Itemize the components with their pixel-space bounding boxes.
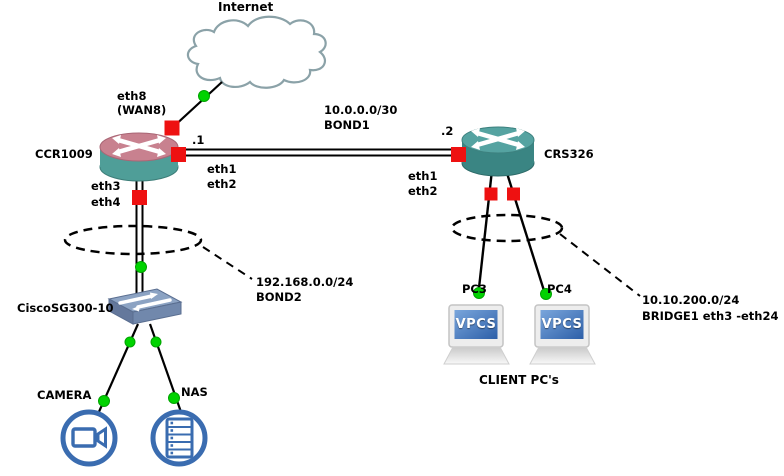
pc3-laptop-icon[interactable] — [443, 304, 510, 365]
pc4-label: PC4 — [547, 282, 572, 296]
bond1-subnet-label: 10.0.0.0/30 — [324, 103, 398, 117]
dot-cloud-link — [198, 90, 210, 102]
ccr-wan-alias-label: (WAN8) — [117, 103, 167, 117]
internet-cloud-icon[interactable] — [186, 15, 327, 89]
link-bond1 — [180, 148, 460, 157]
marker-crs-pc3 — [484, 187, 498, 201]
marker-ccr-wan8 — [164, 120, 180, 136]
dot-switch-camera — [124, 336, 136, 348]
pc4-laptop-icon[interactable] — [529, 304, 596, 365]
ccr1009-name-label: CCR1009 — [35, 147, 93, 161]
dot-camera-end — [98, 395, 110, 407]
bond2-subnet-label: 192.168.0.0/24 — [256, 275, 354, 289]
bond1-address-1-label: .1 — [192, 133, 205, 147]
nas-label: NAS — [181, 385, 208, 399]
link-ccr1009-switch — [135, 170, 144, 296]
camera-label: CAMERA — [37, 388, 92, 402]
client-pcs-caption: CLIENT PC's — [479, 373, 559, 387]
switch-ciscosg300-icon[interactable] — [107, 288, 183, 325]
pc4-screen-text: VPCS — [541, 317, 583, 332]
dot-pc3-end — [473, 287, 485, 299]
marker-crs-pc4 — [507, 187, 520, 201]
marker-ccr-bond1 — [171, 147, 186, 162]
link-cloud-ccr1009 — [171, 81, 223, 129]
ccr-eth4-label: eth4 — [91, 195, 121, 209]
ccr-eth3-label: eth3 — [91, 179, 121, 193]
pc3-screen-text: VPCS — [455, 317, 497, 332]
pc3-label: PC3 — [462, 282, 487, 296]
bond2-name-label: BOND2 — [256, 290, 302, 304]
router-ccr1009-icon[interactable] — [99, 132, 179, 182]
bond1-name-label: BOND1 — [324, 118, 370, 132]
router-crs326-icon[interactable] — [461, 126, 535, 177]
bond2-label-pointer-line — [202, 246, 253, 280]
marker-crs-bond1 — [451, 147, 466, 162]
dot-nas-end — [168, 392, 180, 404]
ccr-wan-interface-label: eth8 — [117, 89, 147, 103]
bond2-lan-ellipse — [63, 224, 203, 256]
ccr-eth2-label: eth2 — [207, 177, 237, 191]
bridge1-lan-ellipse — [450, 213, 564, 243]
nas-icon[interactable] — [150, 409, 208, 467]
ccr-eth1-label: eth1 — [207, 162, 237, 176]
camera-icon[interactable] — [60, 409, 118, 467]
bridge1-name-label: BRIDGE1 eth3 -eth24 — [642, 309, 779, 323]
bridge1-label-pointer-line — [559, 233, 641, 297]
dot-pc4-end — [540, 288, 552, 300]
dot-switch-nas — [150, 336, 162, 348]
internet-label: Internet — [218, 0, 274, 14]
bridge1-subnet-label: 10.10.200.0/24 — [642, 293, 740, 307]
switch-name-label: CiscoSG300-10 — [17, 301, 114, 315]
marker-ccr-lan — [132, 190, 147, 205]
crs-eth2-label: eth2 — [408, 184, 438, 198]
bond1-address-2-label: .2 — [441, 124, 454, 138]
dot-bond2-link — [135, 261, 147, 273]
crs-eth1-label: eth1 — [408, 169, 438, 183]
crs326-name-label: CRS326 — [544, 147, 594, 161]
